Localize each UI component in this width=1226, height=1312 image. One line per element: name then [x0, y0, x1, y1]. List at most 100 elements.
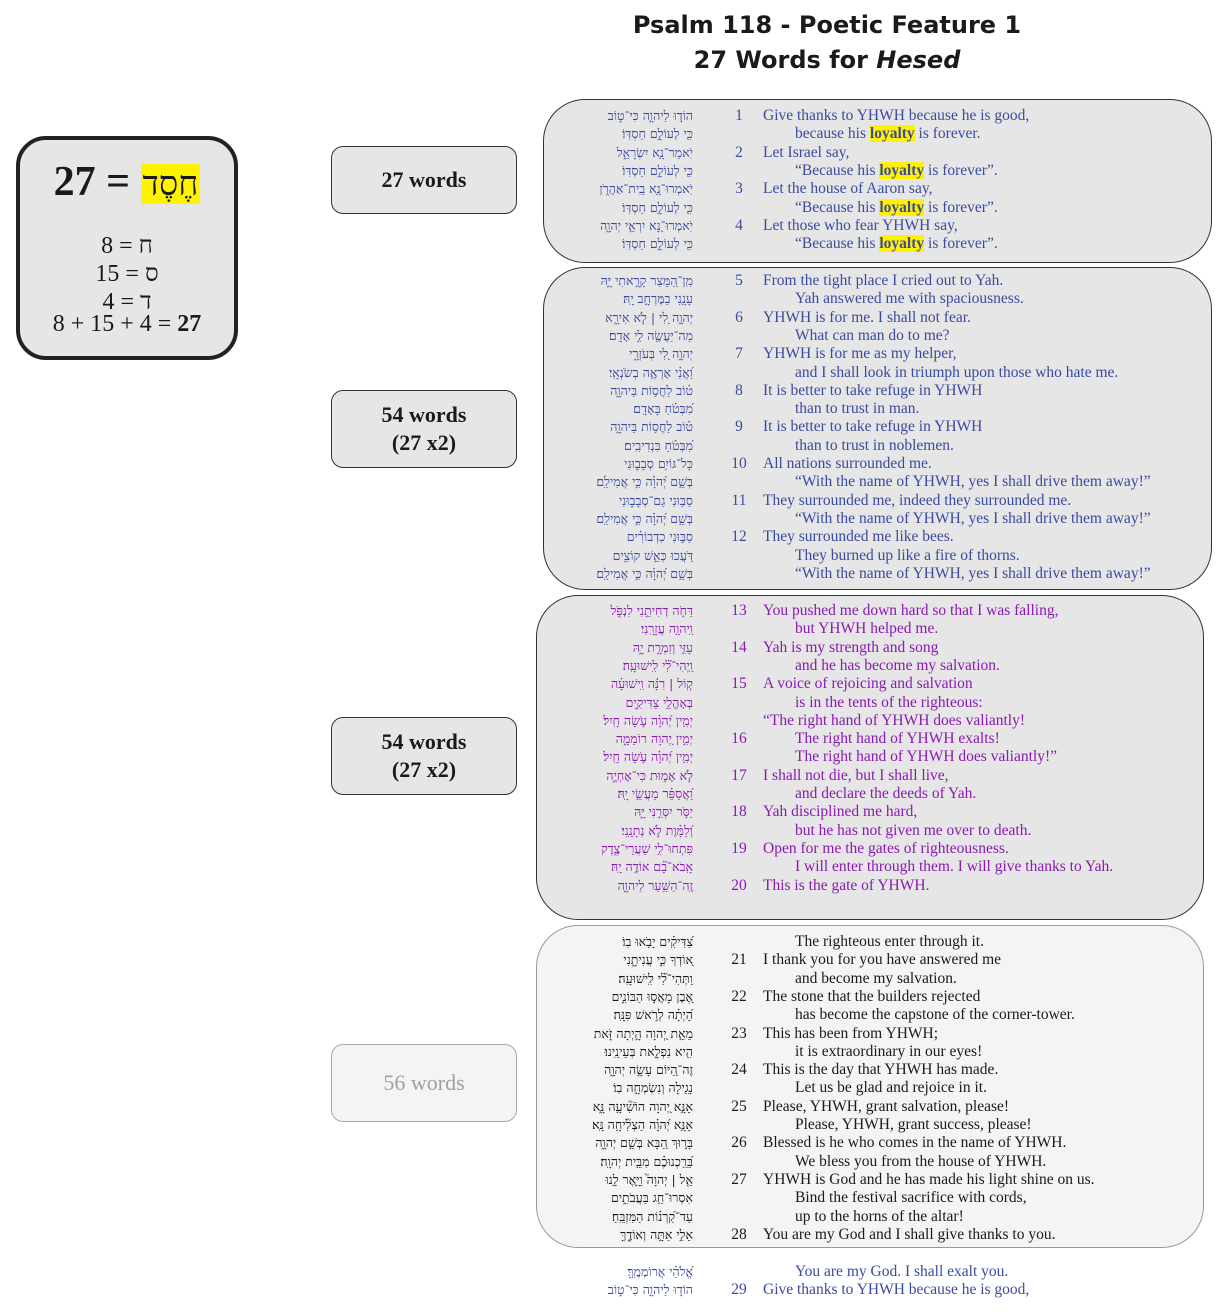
- english-text-part: From the tight place I cried out to Yah.: [763, 272, 1004, 289]
- english-text: it is extraordinary in our eyes!: [795, 1043, 982, 1061]
- english-text-part: What can man do to me?: [795, 326, 950, 344]
- english-text-part: This is the day that YHWH has made.: [763, 1061, 999, 1079]
- english-text: YHWH is God and he has made his light sh…: [763, 1171, 1095, 1189]
- english-text: All nations surrounded me.: [763, 455, 932, 473]
- verse-line: נָגִ֖ילָה וְנִשְׂמְחָ֣ה בֽוֹ׃Let us be g…: [555, 1079, 1205, 1097]
- section-panel-4: [536, 925, 1204, 1248]
- english-text-part: Let those who fear YHWH say,: [763, 216, 958, 234]
- hebrew-text: בָּר֣וּךְ הַ֭בָּא בְּשֵׁ֣ם יְהוָ֑ה: [595, 1135, 693, 1151]
- hebrew-text: מִ֝בְּטֹ֗חַ בָּאָדָֽם׃: [633, 401, 693, 417]
- hebrew-text: אָנָּ֥א יְ֝הוָ֗ה הַצְלִ֘יחָ֥ה נָּֽא׃: [592, 1117, 693, 1132]
- verse-number: 10: [731, 455, 747, 472]
- english-text-part: Bind the festival sacrifice with cords,: [795, 1189, 1027, 1207]
- english-text: Give thanks to YHWH because he is good,: [763, 1281, 1029, 1299]
- english-text: From the tight place I cried out to Yah.: [763, 272, 1003, 290]
- hebrew-text: וַֽיְהִי־לִ֝֗י לִֽישׁוּעָֽה׃: [622, 657, 693, 673]
- verse-line: כִּ֖י לְעוֹלָ֣ם חַסְדּֽוֹ׃“Because his l…: [555, 161, 1205, 180]
- english-text-part: I shall not die, but I shall live,: [763, 766, 949, 784]
- english-text-part: and I shall look in triumph upon those w…: [795, 363, 1119, 381]
- word-count-label: 54 words: [381, 729, 467, 754]
- verse-number: 19: [731, 839, 747, 857]
- verse-line: אִסְרוּ־חַ֥ג בַּעֲבֹתִ֑ים Bind the festiv…: [555, 1189, 1205, 1207]
- hebrew-text: בְּשֵׁ֥ם יְ֝הוָ֗ה כִּ֣י אֲמִילַֽם׃: [596, 474, 693, 490]
- english-text-part: than to trust in man.: [795, 400, 920, 418]
- english-text-part: Please, YHWH, grant success, please!: [795, 1116, 1032, 1133]
- english-text-part: up to the horns of the altar!: [795, 1207, 964, 1225]
- verse-number: 13: [731, 602, 747, 619]
- english-text-part: “Because his: [795, 198, 880, 216]
- hebrew-text: בֵּ֝רַ֥כְנוּכֶ֗ם מִבֵּ֥ית יְהוָֽה׃: [600, 1153, 693, 1169]
- hebrew-text: אָנָּ֣א יְ֭הוָה הוֹשִׁ֘יעָ֥ה נָּ֑א: [592, 1098, 693, 1114]
- hebrew-text: כִּ֖י לְעוֹלָ֣ם חַסְדּֽוֹ׃: [622, 199, 693, 215]
- english-text: It is better to take refuge in YHWH: [763, 382, 982, 400]
- english-text: Let those who fear YHWH say,: [763, 217, 958, 235]
- english-text: I will enter through them. I will give t…: [795, 858, 1113, 876]
- english-text: Yah answered me with spaciousness.: [795, 290, 1024, 308]
- english-text-part: is in the tents of the righteous:: [795, 693, 983, 711]
- hebrew-text: יַסֹּ֣ר יִסְּרַ֣נִּי יָּ֑הּ: [634, 804, 693, 820]
- english-text: You are my God and I shall give thanks t…: [763, 1226, 1055, 1244]
- english-text: Give thanks to YHWH because he is good,: [763, 107, 1029, 125]
- english-text-part: “The right hand of YHWH does valiantly!: [763, 711, 1025, 729]
- english-text-part: “With the name of YHWH, yes I shall driv…: [795, 473, 1151, 491]
- verse-number: 29: [731, 1281, 747, 1299]
- hebrew-text: אִסְרוּ־חַ֥ג בַּעֲבֹתִ֑ים: [610, 1190, 693, 1206]
- english-text: “Because his loyalty is forever”.: [795, 198, 998, 217]
- english-text: but he has not given me over to death.: [795, 822, 1031, 840]
- verse-number: 14: [731, 638, 747, 656]
- hebrew-text: לֹ֣א אָמ֣וּת כִּי־אֶחְיֶ֑ה: [606, 767, 693, 783]
- verse-number: 1: [735, 107, 743, 124]
- english-text-part: YHWH is for me. I shall not fear.: [763, 308, 971, 326]
- hebrew-text: ט֗וֹב לַחֲס֥וֹת בַּיהוָ֑ה: [610, 382, 693, 398]
- english-text-part: is forever”.: [924, 235, 998, 253]
- letter-sum: 8 + 15 + 4 = 27: [20, 308, 234, 340]
- verse-line: צַ֝דִּיקִ֗ים יָבֹ֥אוּ בֽוֹ׃The righteous…: [555, 933, 1205, 951]
- hesed-word: חֶסֶד: [140, 164, 201, 204]
- english-text-part: but YHWH helped me.: [795, 620, 939, 638]
- english-text: than to trust in man.: [795, 400, 919, 418]
- english-text: “With the name of YHWH, yes I shall driv…: [795, 565, 1151, 583]
- english-text: is in the tents of the righteous:: [795, 694, 983, 712]
- verse-line: אָֽבֹא־בָ֝֗ם אוֹדֶ֥ה יָֽהּ׃I will enter …: [555, 858, 1205, 876]
- verse-line: כִּ֖י לְעוֹלָ֣ם חַסְדּֽוֹ׃because his lo…: [555, 125, 1205, 143]
- section-panel-2: [543, 267, 1212, 590]
- word-count-box: 54 words (27 x2): [331, 717, 517, 795]
- english-text: Let the house of Aaron say,: [763, 180, 932, 198]
- english-text: Open for me the gates of righteousness.: [763, 840, 1009, 858]
- hebrew-text: בְּשֵׁ֥ם יְ֝הוָ֗ה כִּ֣י אֲמִילַֽם׃: [596, 510, 693, 526]
- title-italic-word: Hesed: [876, 46, 961, 74]
- english-text-part: The right hand of YHWH exalts!: [795, 730, 1000, 748]
- verse-line: פִּתְחוּ־לִ֥י שַׁעֲרֵי־צֶ֑דֶק 19 Open for …: [555, 840, 1205, 858]
- hebrew-text: זֶֽה־הַשַּׁ֥עַר לַיהוָ֑ה: [617, 877, 693, 893]
- word-count-label: 27 words: [381, 167, 467, 192]
- hebrew-text: יְמִ֣ין יְ֭הוָה רוֹמֵמָ֑ה: [615, 731, 693, 747]
- hebrew-text: דֹּ֭עֲכוּ כְּאֵ֣שׁ קוֹצִ֑ים: [612, 547, 693, 563]
- verse-line: בְּשֵׁ֥ם יְ֝הוָ֗ה כִּ֣י אֲמִילַֽם׃ “With …: [555, 510, 1205, 528]
- hebrew-text: פִּתְחוּ־לִ֥י שַׁעֲרֵי־צֶ֑דֶק: [600, 840, 693, 856]
- english-text-part: They surrounded me like bees.: [763, 528, 954, 546]
- hebrew-text: סַבּ֥וּנִי גַם־סְבָב֑וּנִי: [618, 492, 693, 508]
- english-text-part: has become the capstone of the corner-to…: [795, 1006, 1075, 1024]
- english-text-part: “With the name of YHWH, yes I shall driv…: [795, 564, 1151, 582]
- english-text: What can man do to me?: [795, 327, 950, 345]
- hebrew-text: מִֽן־הַ֭מֵּצַר קָרָ֣אתִי יָּ֑הּ: [600, 273, 693, 288]
- hebrew-text: יֹֽאמְרוּ־נָ֥א בֵֽית־אַהֲרֹ֑ן: [599, 181, 693, 197]
- verse-line: הִ֖יא נִפְלָ֣את בְּעֵינֵֽינוּ׃ it is extr…: [555, 1043, 1205, 1061]
- english-text-part: is forever”.: [924, 198, 998, 216]
- verse-number: 20: [731, 876, 747, 894]
- hebrew-text: הִ֖יא נִפְלָ֣את בְּעֵינֵֽינוּ׃: [604, 1043, 693, 1059]
- english-text: “With the name of YHWH, yes I shall driv…: [795, 510, 1151, 528]
- english-text-part: Let the house of Aaron say,: [763, 180, 933, 198]
- english-text: You pushed me down hard so that I was fa…: [763, 602, 1058, 620]
- english-text: Please, YHWH, grant success, please!: [795, 1116, 1032, 1134]
- english-text: Bind the festival sacrifice with cords,: [795, 1189, 1027, 1207]
- verse-number: 6: [735, 308, 743, 326]
